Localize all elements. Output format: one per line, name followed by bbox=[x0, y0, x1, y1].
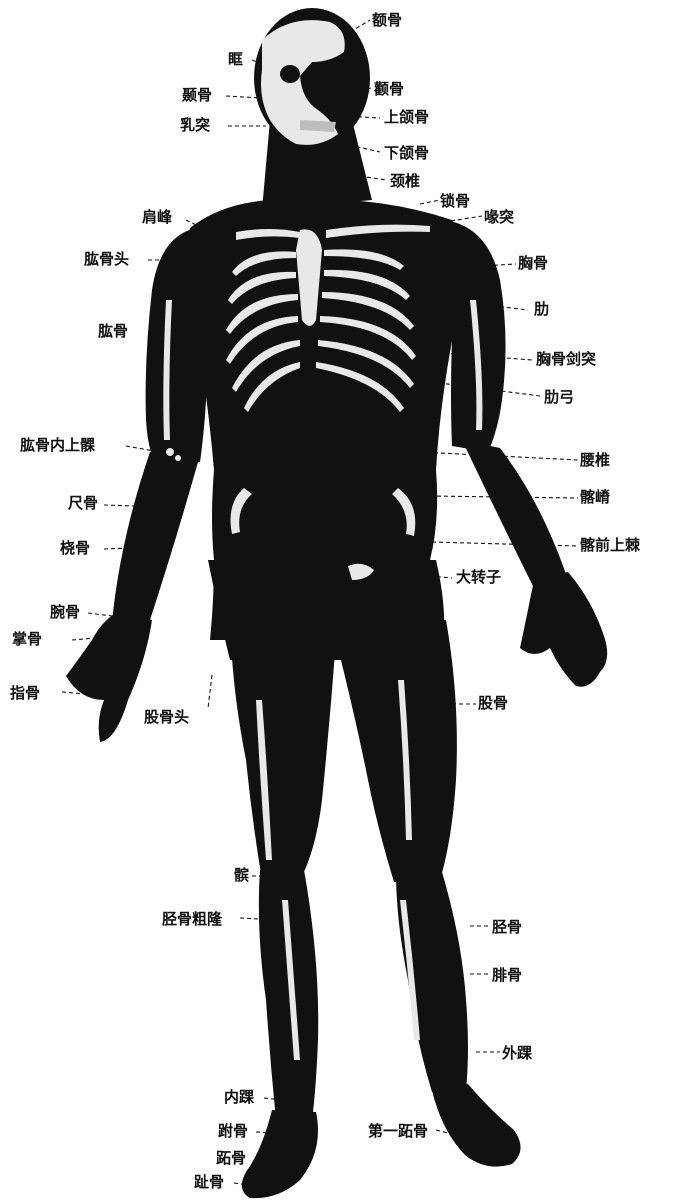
left-hand bbox=[66, 614, 152, 742]
label-xiphoid: 胸骨剑突 bbox=[536, 350, 596, 368]
label-fibula: 腓骨 bbox=[492, 966, 522, 984]
label-temporal: 颞骨 bbox=[182, 86, 212, 104]
label-mandible: 下颌骨 bbox=[384, 144, 429, 162]
left-thigh bbox=[230, 620, 336, 880]
label-phalanx: 指骨 bbox=[10, 684, 40, 702]
body-silhouette bbox=[66, 8, 607, 1198]
label-lateral-malleolus: 外踝 bbox=[502, 1044, 532, 1062]
leader-carpal bbox=[88, 613, 112, 616]
label-acromion: 肩峰 bbox=[142, 208, 172, 226]
label-tibial-tuberosity: 胫骨粗隆 bbox=[162, 910, 222, 928]
left-foot bbox=[242, 1110, 318, 1198]
right-forearm bbox=[462, 440, 566, 588]
leader-ulna bbox=[104, 505, 134, 506]
label-iliac-crest: 髂嵴 bbox=[580, 488, 610, 506]
label-greater-trochanter: 大转子 bbox=[456, 568, 501, 586]
right-thigh bbox=[336, 620, 457, 882]
label-metatarsal: 跖骨 bbox=[216, 1149, 246, 1167]
left-upper-arm bbox=[146, 228, 214, 470]
label-humerus-head: 肱骨头 bbox=[84, 250, 129, 268]
epicondyle-dot bbox=[166, 448, 174, 456]
orbit-socket bbox=[280, 65, 300, 83]
label-ulna: 尺骨 bbox=[68, 494, 98, 512]
label-medial-malleolus: 内踝 bbox=[224, 1088, 254, 1106]
jaw-teeth bbox=[300, 120, 336, 132]
label-metacarpal: 掌骨 bbox=[12, 630, 42, 648]
label-coracoid: 喙突 bbox=[484, 208, 514, 226]
label-mastoid: 乳突 bbox=[180, 116, 210, 134]
label-rib: 肋 bbox=[534, 300, 549, 318]
label-medial-epicondyle: 肱骨内上髁 bbox=[20, 436, 95, 454]
label-femur: 股骨 bbox=[478, 694, 508, 712]
left-forearm bbox=[112, 452, 198, 622]
label-tarsal: 跗骨 bbox=[218, 1122, 248, 1140]
label-orbit: 眶 bbox=[228, 50, 243, 68]
label-lumbar: 腰椎 bbox=[580, 451, 610, 469]
label-frontal: 额骨 bbox=[372, 11, 402, 29]
label-humerus: 肱骨 bbox=[98, 322, 128, 340]
label-patella: 髌 bbox=[234, 866, 249, 884]
label-radius: 桡骨 bbox=[60, 539, 90, 557]
label-zygomatic: 颧骨 bbox=[374, 80, 404, 98]
label-sternum: 胸骨 bbox=[518, 254, 548, 272]
leader-clavicle bbox=[420, 200, 440, 204]
label-first-metatarsal: 第一跖骨 bbox=[368, 1122, 428, 1140]
leader-asis bbox=[432, 542, 578, 546]
right-foot bbox=[430, 1082, 521, 1167]
epicondyle-dot bbox=[175, 455, 181, 461]
label-carpal: 腕骨 bbox=[50, 603, 80, 621]
label-toe: 趾骨 bbox=[194, 1173, 224, 1191]
label-asis: 髂前上棘 bbox=[580, 536, 640, 554]
label-maxilla: 上颌骨 bbox=[384, 108, 429, 126]
leader-femur-head bbox=[208, 675, 212, 708]
label-tibia: 胫骨 bbox=[492, 918, 522, 936]
label-clavicle: 锁骨 bbox=[440, 192, 470, 210]
label-costal-arch: 肋弓 bbox=[544, 388, 574, 406]
label-cervical: 颈椎 bbox=[390, 172, 420, 190]
right-lower-leg bbox=[396, 872, 468, 1092]
right-hand bbox=[520, 572, 607, 687]
label-femur-head: 股骨头 bbox=[144, 708, 189, 726]
